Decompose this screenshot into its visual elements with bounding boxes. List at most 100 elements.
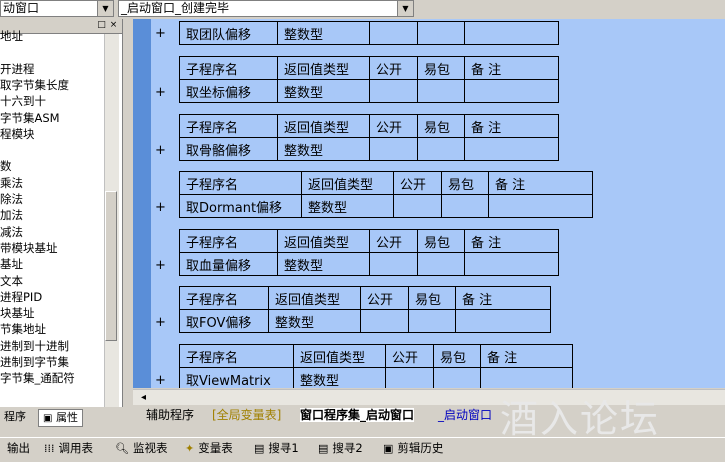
expand-icon[interactable]: +	[155, 85, 166, 100]
attribute-cell[interactable]	[369, 21, 418, 45]
find1-button[interactable]: ▤搜寻1	[254, 441, 299, 455]
attribute-cell[interactable]	[464, 79, 559, 103]
expand-icon[interactable]: +	[155, 26, 166, 41]
column-header: 返回值类型	[293, 344, 386, 368]
return-type-cell[interactable]: 整数型	[277, 252, 370, 276]
clipboard-icon: ▣	[383, 442, 394, 455]
tree-item[interactable]: 进程PID	[0, 289, 43, 304]
tree-item[interactable]: 进制到字节集	[0, 355, 69, 369]
sub-select-value: _启动窗口_创建完毕	[121, 1, 230, 15]
clip-history-button[interactable]: ▣剪辑历史	[383, 441, 444, 455]
find2-button[interactable]: ▤搜寻2	[318, 441, 363, 455]
tree-item[interactable]: 开进程	[0, 61, 35, 76]
attribute-cell[interactable]	[417, 79, 465, 103]
forum-watermark: 酒入论坛	[500, 397, 661, 441]
tree-item[interactable]: 数	[0, 159, 12, 174]
close-icon[interactable]: ×	[109, 20, 118, 30]
tree-item[interactable]: 进制到十进制	[0, 338, 69, 353]
attribute-cell[interactable]	[433, 367, 481, 388]
attribute-cell[interactable]	[369, 252, 418, 276]
return-type-cell[interactable]: 整数型	[277, 21, 370, 45]
tree-scrollbar-thumb[interactable]	[105, 191, 117, 341]
tree-item[interactable]: 减法	[0, 224, 23, 239]
code-editor[interactable]: 取团队偏移整数型+子程序名返回值类型公开易包备 注取坐标偏移整数型+子程序名返回…	[133, 19, 725, 388]
attribute-cell[interactable]	[417, 21, 465, 45]
tree-item[interactable]: 基址	[0, 257, 23, 272]
tree-item[interactable]: 十六到十	[0, 94, 46, 109]
expand-icon[interactable]: +	[155, 258, 166, 273]
subroutine-name-cell[interactable]: 取血量偏移	[179, 252, 278, 276]
subroutine-name-cell[interactable]: 取骨骼偏移	[179, 137, 278, 161]
column-header: 备 注	[464, 229, 559, 253]
attribute-cell[interactable]	[488, 194, 593, 218]
tree-item[interactable]: 除法	[0, 192, 23, 206]
tree-item[interactable]: 地址	[0, 29, 23, 43]
subroutine-table: 子程序名返回值类型公开易包备 注取坐标偏移整数型	[179, 56, 559, 103]
tab-global-vars[interactable]: [全局变量表]	[212, 408, 282, 422]
subroutine-name-cell[interactable]: 取ViewMatrix	[179, 367, 294, 388]
attribute-cell[interactable]	[464, 21, 559, 45]
watch-table-button[interactable]: 🔍︎监视表	[115, 441, 168, 455]
tree-item[interactable]: 程模块	[0, 126, 35, 141]
attribute-cell[interactable]	[455, 309, 551, 333]
return-type-cell[interactable]: 整数型	[301, 194, 394, 218]
attribute-cell[interactable]	[417, 252, 465, 276]
attribute-cell[interactable]	[385, 367, 434, 388]
tree-item[interactable]: 字节集_通配符	[0, 371, 75, 386]
subroutine-table: 取团队偏移整数型	[179, 21, 559, 45]
tree-item[interactable]: 加法	[0, 208, 23, 223]
return-type-cell[interactable]: 整数型	[277, 137, 370, 161]
expand-icon[interactable]: +	[155, 373, 166, 388]
sub-select-combo[interactable]: _启动窗口_创建完毕 ▼	[118, 0, 414, 17]
subroutine-name-cell[interactable]: 取Dormant偏移	[179, 194, 302, 218]
call-table-button[interactable]: ⁞⁞⁞调用表	[44, 441, 93, 455]
var-table-button[interactable]: ✦变量表	[185, 441, 233, 455]
subroutine-name-cell[interactable]: 取团队偏移	[179, 21, 278, 45]
editor-hscroll[interactable]: ◂	[133, 389, 725, 405]
panel-header: □ ×	[0, 19, 122, 34]
column-header: 公开	[385, 344, 434, 368]
return-type-cell[interactable]: 整数型	[268, 309, 361, 333]
attribute-cell[interactable]	[480, 367, 573, 388]
expand-icon[interactable]: +	[155, 200, 166, 215]
tab-props[interactable]: ▣ 属性	[38, 409, 83, 427]
subroutine-table: 子程序名返回值类型公开易包备 注取血量偏移整数型	[179, 229, 559, 276]
output-button[interactable]: 输出	[7, 441, 30, 455]
attribute-cell[interactable]	[417, 137, 465, 161]
chevron-down-icon[interactable]: ▼	[97, 1, 113, 16]
return-type-cell[interactable]: 整数型	[277, 79, 370, 103]
tree-item[interactable]: 带模块基址	[0, 240, 58, 255]
window-select-combo[interactable]: 动窗口 ▼	[0, 0, 114, 17]
tab-window-assembly[interactable]: 窗口程序集_启动窗口	[300, 408, 415, 422]
pin-icon[interactable]: □	[97, 20, 106, 30]
tree-item[interactable]: 块基址	[0, 306, 35, 321]
tree-item[interactable]: 乘法	[0, 175, 23, 190]
attribute-cell[interactable]	[393, 194, 442, 218]
scroll-left-icon[interactable]: ◂	[141, 392, 147, 403]
attribute-cell[interactable]	[464, 252, 559, 276]
chevron-down-icon[interactable]: ▼	[397, 1, 413, 16]
expand-icon[interactable]: +	[155, 143, 166, 158]
tab-startup-window[interactable]: _启动窗口	[438, 408, 493, 422]
attribute-cell[interactable]	[464, 137, 559, 161]
tree-item[interactable]: 字节集ASM	[0, 110, 60, 125]
return-type-cell[interactable]: 整数型	[293, 367, 386, 388]
magnifier-icon: 🔍︎	[115, 442, 129, 455]
tree-item[interactable]: 节集地址	[0, 322, 46, 337]
attribute-cell[interactable]	[360, 309, 409, 333]
tab-program[interactable]: 程序	[4, 410, 26, 423]
subroutine-name-cell[interactable]: 取FOV偏移	[179, 309, 269, 333]
column-header: 公开	[393, 171, 442, 195]
column-header: 备 注	[464, 56, 559, 80]
tab-aux-program[interactable]: 辅助程序	[146, 408, 195, 422]
attribute-cell[interactable]	[408, 309, 456, 333]
subroutine-name-cell[interactable]: 取坐标偏移	[179, 79, 278, 103]
attribute-cell[interactable]	[369, 137, 418, 161]
tree-item[interactable]: 取字节集长度	[0, 77, 69, 92]
attribute-cell[interactable]	[369, 79, 418, 103]
attribute-cell[interactable]	[441, 194, 489, 218]
column-header: 易包	[433, 344, 481, 368]
tree-item[interactable]: 文本	[0, 273, 23, 288]
column-header: 易包	[417, 229, 465, 253]
expand-icon[interactable]: +	[155, 315, 166, 330]
